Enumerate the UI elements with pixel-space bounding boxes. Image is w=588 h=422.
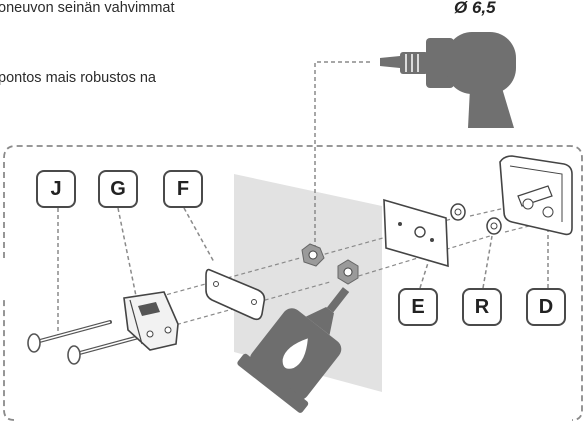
instruction-text-line-2: pontos mais robustos na: [0, 70, 156, 86]
plate-icon: [205, 268, 266, 321]
part-label-G: G: [98, 170, 138, 208]
drill-size-label: Ø 6,5: [454, 0, 496, 17]
part-label-R: R: [462, 288, 502, 326]
drill-icon: [380, 32, 516, 128]
label-R-leader: [482, 235, 493, 289]
dowel-icon: [301, 243, 359, 285]
part-label-J: J: [36, 170, 76, 208]
glue-tube-icon: [237, 287, 350, 413]
nut-icon: [450, 203, 502, 235]
part-label-D: D: [526, 288, 566, 326]
instruction-text-line-1: oneuvon seinän vahvimmat: [0, 0, 175, 16]
dashed-frame: [3, 145, 583, 421]
label-G-leader: [117, 207, 137, 297]
plate-E: [383, 198, 449, 268]
mounting-bracket-G: [123, 291, 179, 351]
part-label-F: F: [163, 170, 203, 208]
label-F-leader: [183, 207, 215, 263]
part-label-E: E: [398, 288, 438, 326]
bracket-icon: [499, 155, 573, 236]
